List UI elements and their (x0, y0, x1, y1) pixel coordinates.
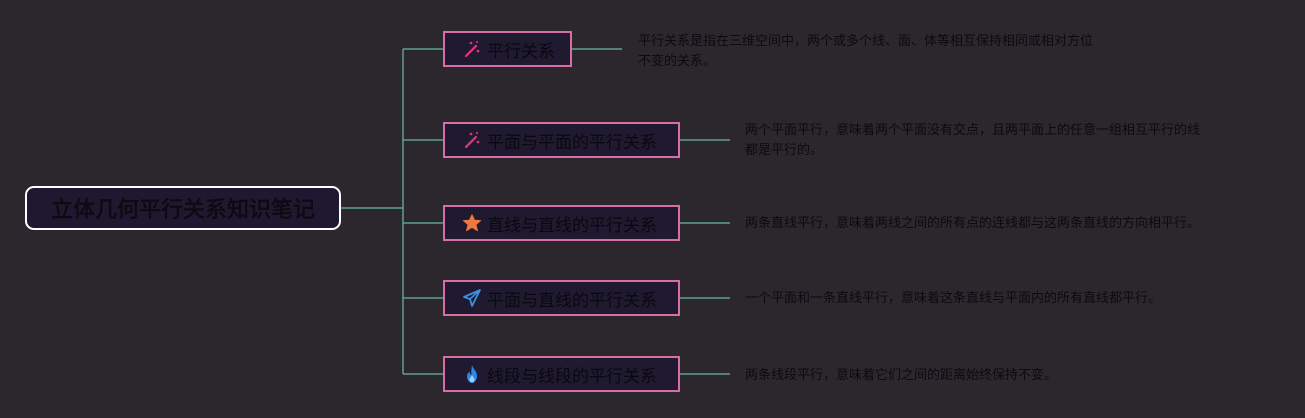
note-line: 一个平面和一条直线平行，意味着这条直线与平面内的所有直线都平行。 (745, 291, 1162, 306)
branch-topic-label: 平面与直线的平行关系 (487, 290, 657, 311)
branch-topic-label: 平行关系 (487, 41, 555, 62)
magic-wand-icon (461, 38, 483, 60)
note-line: 都是平行的。 (745, 143, 824, 158)
note-line: 两条直线平行，意味着两线之间的所有点的连线都与这两条直线的方向相平行。 (745, 216, 1201, 231)
note-line: 两个平面平行，意味着两个平面没有交点，且两平面上的任意一组相互平行的线 (745, 123, 1201, 138)
branch-topic-label: 直线与直线的平行关系 (487, 215, 657, 236)
note-2: 两个平面平行，意味着两个平面没有交点，且两平面上的任意一组相互平行的线 都是平行… (745, 121, 1200, 161)
branch-topic-5[interactable]: 线段与线段的平行关系 (443, 356, 680, 392)
branch-topic-3[interactable]: 直线与直线的平行关系 (443, 205, 680, 241)
note-1: 平行关系是指在三维空间中，两个或多个线、面、体等相互保持相同或相对方位 不变的关… (638, 32, 1093, 72)
branch-topic-label: 平面与平面的平行关系 (487, 132, 657, 153)
star-icon (461, 212, 483, 234)
note-4: 一个平面和一条直线平行，意味着这条直线与平面内的所有直线都平行。 (745, 289, 1161, 309)
branch-topic-4[interactable]: 平面与直线的平行关系 (443, 280, 680, 316)
root-topic[interactable]: 立体几何平行关系知识笔记 (25, 186, 341, 230)
note-line: 平行关系是指在三维空间中，两个或多个线、面、体等相互保持相同或相对方位 (638, 34, 1094, 49)
branch-topic-1[interactable]: 平行关系 (443, 31, 572, 67)
note-line: 不变的关系。 (638, 54, 717, 69)
note-5: 两条线段平行，意味着它们之间的距离始终保持不变。 (745, 366, 1057, 386)
flame-icon (461, 363, 483, 385)
note-line: 两条线段平行，意味着它们之间的距离始终保持不变。 (745, 368, 1058, 383)
branch-topic-2[interactable]: 平面与平面的平行关系 (443, 122, 680, 158)
root-topic-label: 立体几何平行关系知识笔记 (50, 198, 315, 223)
branch-topic-label: 线段与线段的平行关系 (487, 366, 657, 387)
magic-wand-icon (461, 129, 483, 151)
note-3: 两条直线平行，意味着两线之间的所有点的连线都与这两条直线的方向相平行。 (745, 214, 1200, 234)
paper-plane-icon (461, 287, 483, 309)
